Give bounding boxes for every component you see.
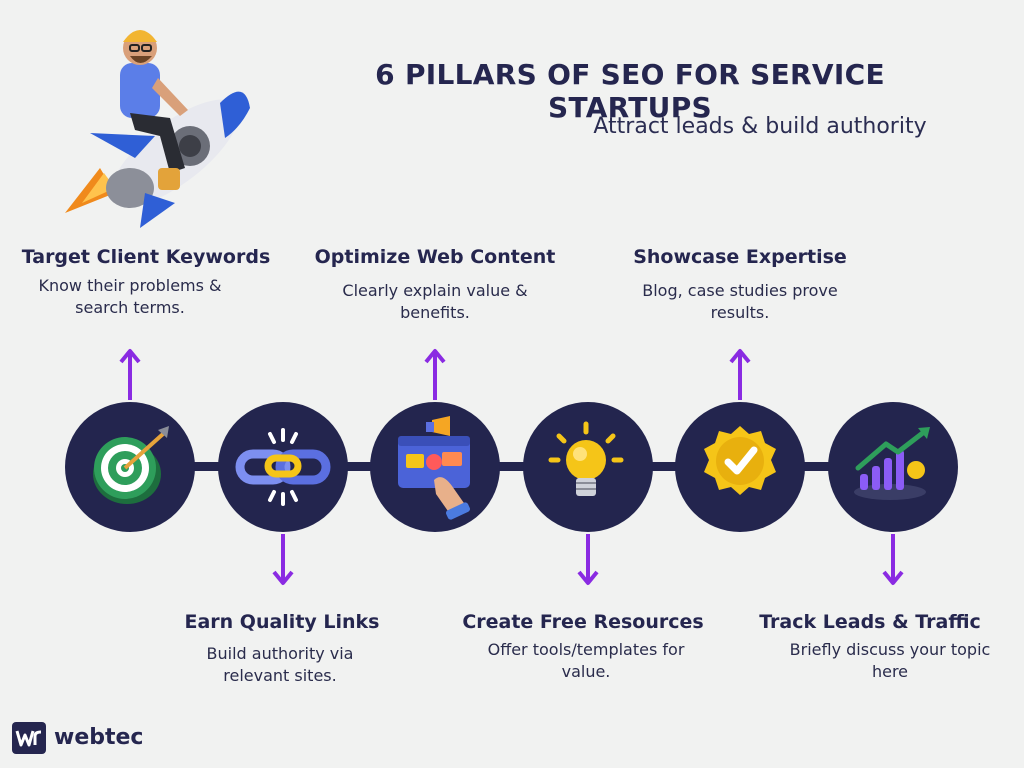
arrow-up-icon bbox=[119, 349, 141, 400]
pillar-description-3: Clearly explain value & benefits. bbox=[342, 281, 528, 322]
pillar-title-5: Showcase Expertise bbox=[633, 246, 847, 268]
web-content-icon bbox=[398, 416, 471, 520]
pillar-node-5 bbox=[675, 402, 805, 532]
pillar-description-4: Offer tools/templates for value. bbox=[487, 640, 685, 681]
pillar-node-2 bbox=[218, 402, 348, 532]
pillar-node-4 bbox=[523, 402, 653, 532]
brand-name: webtec bbox=[54, 725, 144, 750]
badge-check-icon bbox=[704, 426, 776, 495]
page-subtitle: Attract leads & build authority bbox=[593, 114, 927, 139]
chain-link-icon bbox=[235, 428, 331, 506]
webtec-logo-icon bbox=[15, 730, 42, 747]
pillar-title-6: Track Leads & Traffic bbox=[759, 611, 981, 633]
growth-chart-icon bbox=[854, 427, 930, 500]
pillar-node-3 bbox=[370, 402, 500, 532]
arrow-down-icon bbox=[577, 534, 599, 585]
lightbulb-icon bbox=[548, 421, 624, 496]
pillar-description-2: Build authority via relevant sites. bbox=[206, 644, 354, 685]
pillar-title-2: Earn Quality Links bbox=[184, 611, 380, 633]
pillar-title-4: Create Free Resources bbox=[462, 611, 704, 633]
arrow-up-icon bbox=[729, 349, 751, 400]
pillar-node-6 bbox=[828, 402, 958, 532]
timeline-bar bbox=[120, 462, 890, 471]
pillar-description-5: Blog, case studies prove results. bbox=[642, 281, 838, 322]
brand-logo-mark bbox=[12, 722, 46, 754]
pillar-title-3: Optimize Web Content bbox=[314, 246, 556, 268]
pillar-node-1 bbox=[65, 402, 195, 532]
target-icon bbox=[93, 426, 169, 504]
arrow-down-icon bbox=[272, 534, 294, 585]
arrow-up-icon bbox=[424, 349, 446, 400]
page-title: 6 PILLARS OF SEO FOR SERVICE STARTUPS bbox=[375, 58, 885, 124]
pillar-title-1: Target Client Keywords bbox=[21, 246, 271, 268]
arrow-down-icon bbox=[882, 534, 904, 585]
rocket-rider-illustration bbox=[65, 30, 250, 228]
pillar-description-6: Briefly discuss your topic here bbox=[789, 640, 991, 681]
pillar-description-1: Know their problems & search terms. bbox=[38, 276, 222, 317]
